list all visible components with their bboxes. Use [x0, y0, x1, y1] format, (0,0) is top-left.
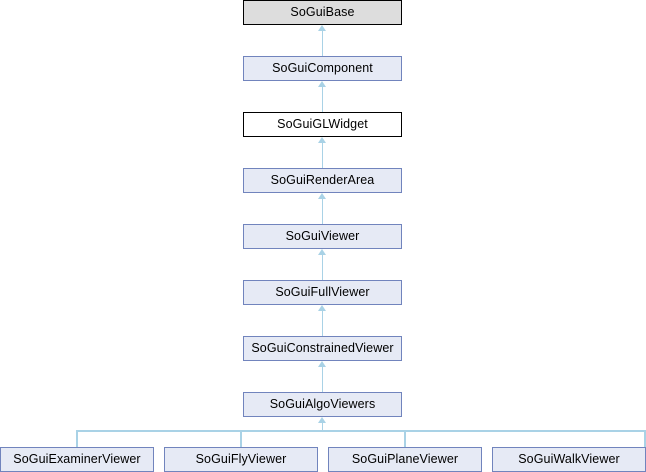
- edge-component-to-base: [321, 31, 324, 56]
- arrowhead-component-to-base: [317, 25, 326, 31]
- class-node-sogui-component[interactable]: SoGuiComponent: [243, 56, 402, 81]
- class-node-sogui-walkviewer[interactable]: SoGuiWalkViewer: [492, 447, 646, 472]
- class-node-label: SoGuiFlyViewer: [195, 452, 287, 467]
- arrowhead-constrained-to-fullviewer: [317, 305, 326, 311]
- edge-algoviewers-to-constrained: [321, 367, 324, 392]
- class-node-sogui-constrainedviewer[interactable]: SoGuiConstrainedViewer: [243, 336, 402, 361]
- arrowhead-glwidget-to-component: [317, 81, 326, 87]
- arrowhead-fanout-to-algoviewers: [317, 417, 326, 423]
- edge-bus-to-flyviewer: [240, 430, 242, 447]
- class-node-label: SoGuiPlaneViewer: [351, 452, 459, 467]
- edge-bus-to-planeviewer: [404, 430, 406, 447]
- arrowhead-viewer-to-renderarea: [317, 193, 326, 199]
- class-node-label: SoGuiRenderArea: [270, 173, 375, 188]
- arrowhead-algoviewers-to-constrained: [317, 361, 326, 367]
- edge-glwidget-to-component: [321, 87, 324, 112]
- class-node-sogui-algoviewers[interactable]: SoGuiAlgoViewers: [243, 392, 402, 417]
- edge-fanout-bus: [76, 430, 646, 432]
- class-node-label: SoGuiGLWidget: [277, 117, 368, 132]
- class-node-sogui-examinerviewer[interactable]: SoGuiExaminerViewer: [0, 447, 154, 472]
- arrowhead-fullviewer-to-viewer: [317, 249, 326, 255]
- edge-bus-to-examinerviewer: [76, 430, 78, 447]
- class-node-label: SoGuiBase: [290, 5, 355, 20]
- edge-fullviewer-to-viewer: [321, 255, 324, 280]
- edge-fanout-stem: [321, 423, 324, 431]
- class-node-label: SoGuiExaminerViewer: [13, 452, 141, 467]
- class-node-sogui-viewer[interactable]: SoGuiViewer: [243, 224, 402, 249]
- class-node-sogui-renderarea[interactable]: SoGuiRenderArea: [243, 168, 402, 193]
- edge-constrained-to-fullviewer: [321, 311, 324, 336]
- class-node-label: SoGuiViewer: [285, 229, 360, 244]
- class-node-sogui-fullviewer[interactable]: SoGuiFullViewer: [243, 280, 402, 305]
- arrowhead-renderarea-to-glwidget: [317, 137, 326, 143]
- class-node-label: SoGuiConstrainedViewer: [251, 341, 394, 356]
- edge-renderarea-to-glwidget: [321, 143, 324, 168]
- class-node-sogui-planeviewer[interactable]: SoGuiPlaneViewer: [328, 447, 482, 472]
- class-node-label: SoGuiFullViewer: [275, 285, 370, 300]
- class-node-label: SoGuiComponent: [272, 61, 373, 76]
- class-node-sogui-glwidget[interactable]: SoGuiGLWidget: [243, 112, 402, 137]
- edge-bus-to-walkviewer: [644, 430, 646, 447]
- class-node-label: SoGuiAlgoViewers: [269, 397, 376, 412]
- class-node-label: SoGuiWalkViewer: [518, 452, 620, 467]
- class-node-sogui-base[interactable]: SoGuiBase: [243, 0, 402, 25]
- edge-viewer-to-renderarea: [321, 199, 324, 224]
- class-node-sogui-flyviewer[interactable]: SoGuiFlyViewer: [164, 447, 318, 472]
